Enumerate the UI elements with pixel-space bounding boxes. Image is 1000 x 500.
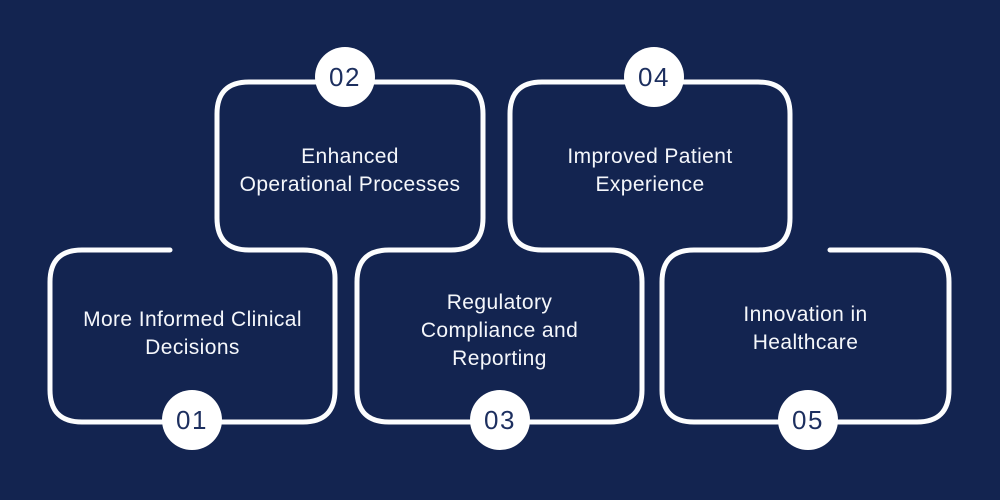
step-label-line: Enhanced: [301, 145, 399, 168]
step-label-line: Reporting: [452, 347, 547, 370]
step-label-line: Decisions: [145, 336, 240, 359]
step-number: 05: [792, 404, 824, 435]
step-number: 03: [484, 404, 516, 435]
step-label-02: Enhanced Operational Processes: [217, 143, 483, 199]
step-label-line: Experience: [595, 173, 705, 196]
step-label-line: Healthcare: [752, 331, 859, 354]
step-label-line: Improved Patient: [567, 145, 733, 168]
step-label-04: Improved Patient Experience: [510, 143, 790, 199]
step-badge-03: 03: [470, 390, 530, 450]
step-label-line: Innovation in: [743, 303, 868, 326]
step-label-01: More Informed Clinical Decisions: [50, 306, 335, 362]
step-label-05: Innovation in Healthcare: [662, 301, 949, 357]
step-label-03: Regulatory Compliance and Reporting: [357, 289, 642, 373]
step-label-line: More Informed Clinical: [83, 308, 302, 331]
step-badge-01: 01: [162, 390, 222, 450]
step-badge-02: 02: [315, 47, 375, 107]
step-label-line: Compliance and: [420, 319, 579, 342]
step-badge-04: 04: [624, 47, 684, 107]
step-label-line: Operational Processes: [239, 173, 461, 196]
step-label-line: Regulatory: [446, 291, 553, 314]
step-badge-05: 05: [778, 390, 838, 450]
step-number: 01: [176, 404, 208, 435]
step-number: 02: [329, 61, 361, 92]
step-number: 04: [638, 61, 670, 92]
